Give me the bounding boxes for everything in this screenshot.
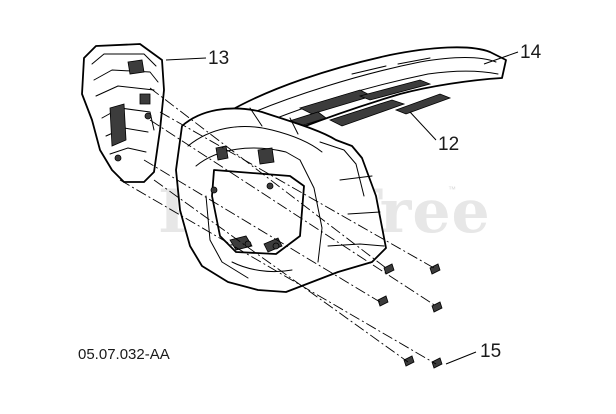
- reference-code: 05.07.032-AA: [78, 346, 170, 363]
- callout-15: 15: [480, 341, 501, 362]
- part-14-handle-grip: [227, 46, 507, 133]
- assembly-lines: [119, 87, 437, 365]
- callout-leaders: [165, 51, 519, 365]
- callout-14: 14: [520, 42, 542, 63]
- callout-13: 13: [208, 48, 229, 69]
- part-12-front-housing: [175, 107, 387, 293]
- part-15-screws: [377, 263, 443, 369]
- callout-12: 12: [438, 134, 459, 155]
- watermark-trademark: ™: [448, 185, 456, 194]
- part-13-rear-bracket: [81, 43, 165, 183]
